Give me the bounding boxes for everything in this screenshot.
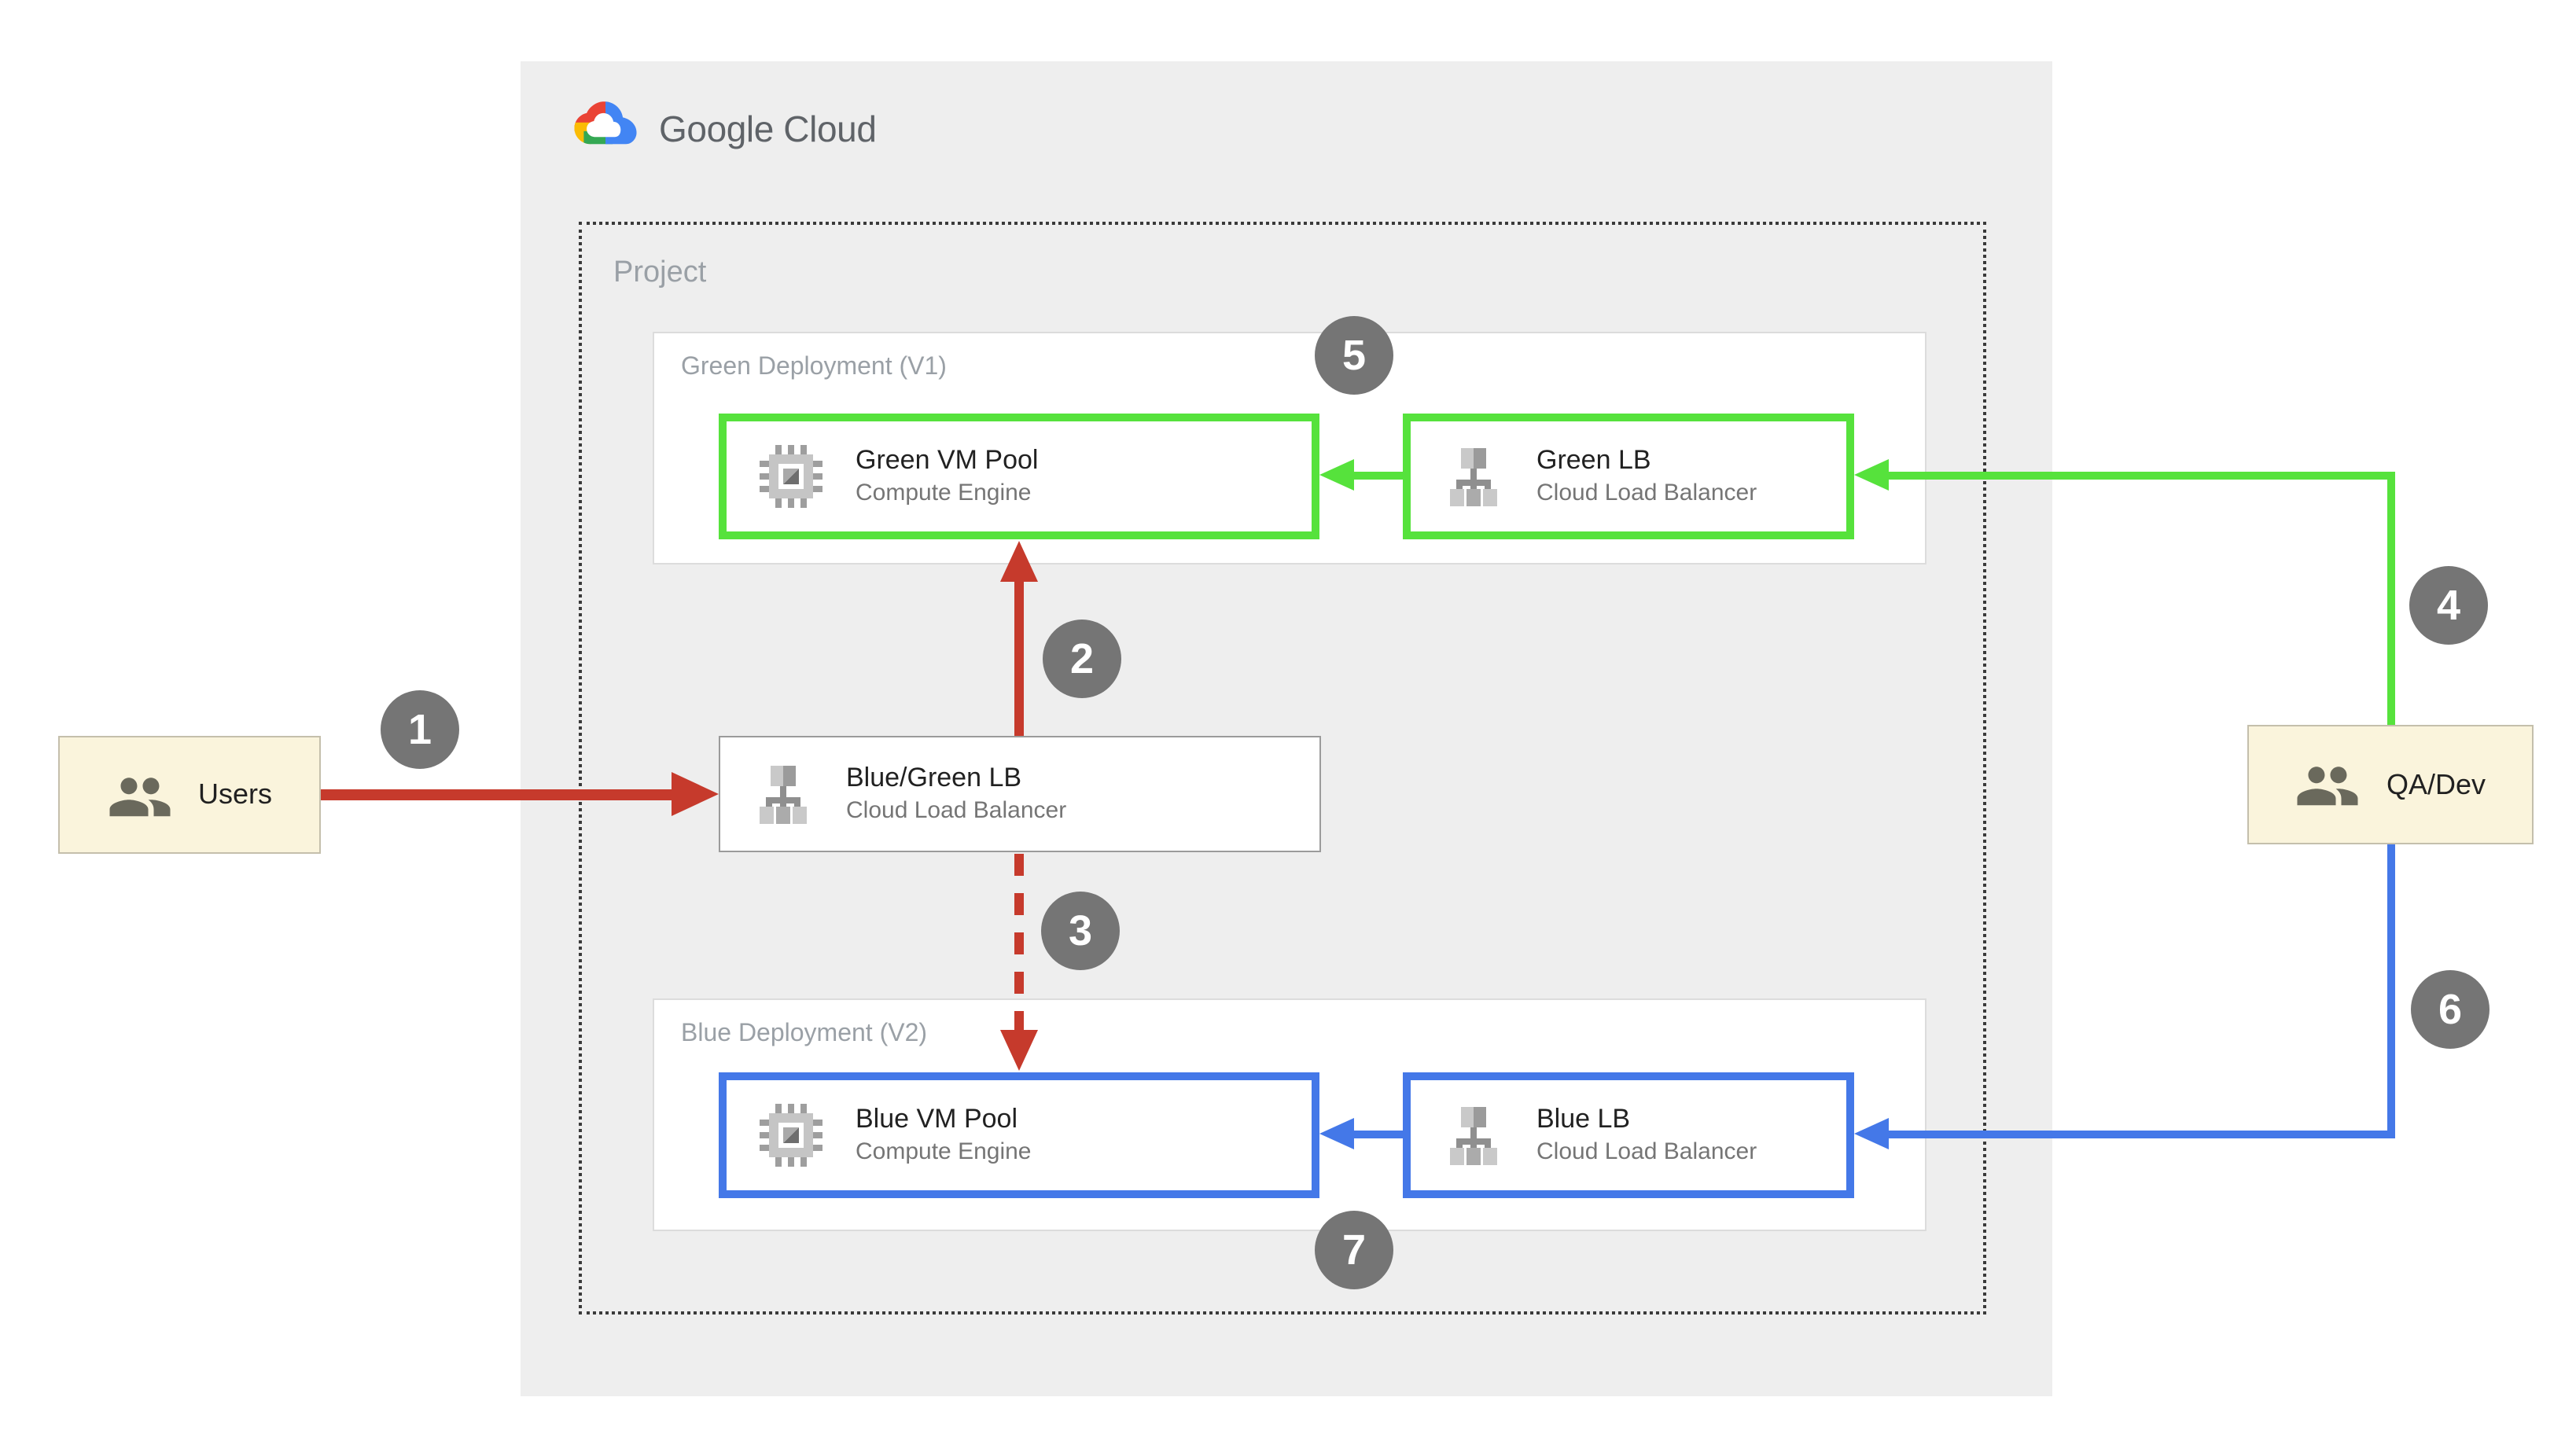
load-balancer-icon <box>1450 448 1497 506</box>
node-title: Blue LB <box>1536 1103 1631 1134</box>
node-title: Blue/Green LB <box>846 762 1022 792</box>
node-blue-green-lb: Blue/Green LB Cloud Load Balancer <box>719 736 1321 852</box>
flow-lb-to-green-vm-line <box>1014 579 1024 737</box>
node-subtitle: Cloud Load Balancer <box>846 796 1067 824</box>
step-badge-6: 6 <box>2411 970 2490 1049</box>
flow-lb-to-blue-vm-arrowhead <box>1000 1030 1038 1071</box>
blue-deployment-label: Blue Deployment (V2) <box>681 1020 928 1047</box>
load-balancer-icon <box>760 766 807 824</box>
node-green-vm-pool: Green VM Pool Compute Engine <box>719 414 1319 539</box>
flow-users-to-lb-arrowhead <box>672 772 719 816</box>
green-deployment-label: Green Deployment (V1) <box>681 354 947 381</box>
node-subtitle: Cloud Load Balancer <box>1536 1138 1757 1165</box>
load-balancer-icon <box>1450 1107 1497 1165</box>
flow-qa-to-blue-lb-hline <box>1889 1131 2395 1138</box>
node-title: Green VM Pool <box>856 444 1039 475</box>
node-subtitle: Compute Engine <box>856 1138 1032 1165</box>
flow-green-lb-to-vm-line <box>1352 472 1403 480</box>
project-boundary: Project <box>579 222 1986 1314</box>
google-cloud-logo-icon <box>574 101 637 145</box>
node-subtitle: Compute Engine <box>856 479 1032 506</box>
actor-users: Users <box>58 736 321 854</box>
node-subtitle: Cloud Load Balancer <box>1536 479 1757 506</box>
flow-users-to-lb-line <box>321 789 675 800</box>
flow-qa-to-blue-lb-vline <box>2387 844 2395 1135</box>
flow-qa-to-blue-lb-arrowhead <box>1854 1118 1889 1149</box>
step-badge-2: 2 <box>1043 620 1121 698</box>
step-badge-1: 1 <box>381 690 459 769</box>
node-blue-lb: Blue LB Cloud Load Balancer <box>1403 1072 1854 1198</box>
step-badge-5: 5 <box>1315 316 1393 395</box>
flow-green-lb-to-vm-arrowhead <box>1319 459 1354 491</box>
google-cloud-logo-text: Google Cloud <box>659 108 877 149</box>
flow-blue-lb-to-vm-line <box>1352 1131 1403 1138</box>
step-badge-4: 4 <box>2409 566 2488 645</box>
compute-engine-icon <box>760 445 822 508</box>
flow-lb-to-blue-vm-dashed-line <box>1014 854 1024 1030</box>
node-title: Green LB <box>1536 444 1651 475</box>
flow-lb-to-green-vm-arrowhead <box>1000 541 1038 582</box>
google-cloud-logo: Google Cloud <box>569 101 877 159</box>
qa-dev-label: QA/Dev <box>2386 768 2486 800</box>
people-icon <box>2298 767 2359 806</box>
users-label: Users <box>197 778 272 810</box>
node-title: Blue VM Pool <box>856 1103 1018 1134</box>
flow-blue-lb-to-vm-arrowhead <box>1319 1118 1354 1149</box>
flow-qa-to-green-lb-arrowhead <box>1854 459 1889 491</box>
step-badge-3: 3 <box>1041 892 1120 970</box>
flow-qa-to-green-lb-hline <box>1889 472 2395 480</box>
compute-engine-icon <box>760 1104 822 1167</box>
step-badge-7: 7 <box>1315 1211 1393 1289</box>
actor-qa-dev: QA/Dev <box>2247 725 2534 844</box>
project-label: Project <box>613 256 707 289</box>
node-green-lb: Green LB Cloud Load Balancer <box>1403 414 1854 539</box>
node-blue-vm-pool: Blue VM Pool Compute Engine <box>719 1072 1319 1198</box>
flow-qa-to-green-lb-vline <box>2387 472 2395 725</box>
people-icon <box>109 777 171 816</box>
